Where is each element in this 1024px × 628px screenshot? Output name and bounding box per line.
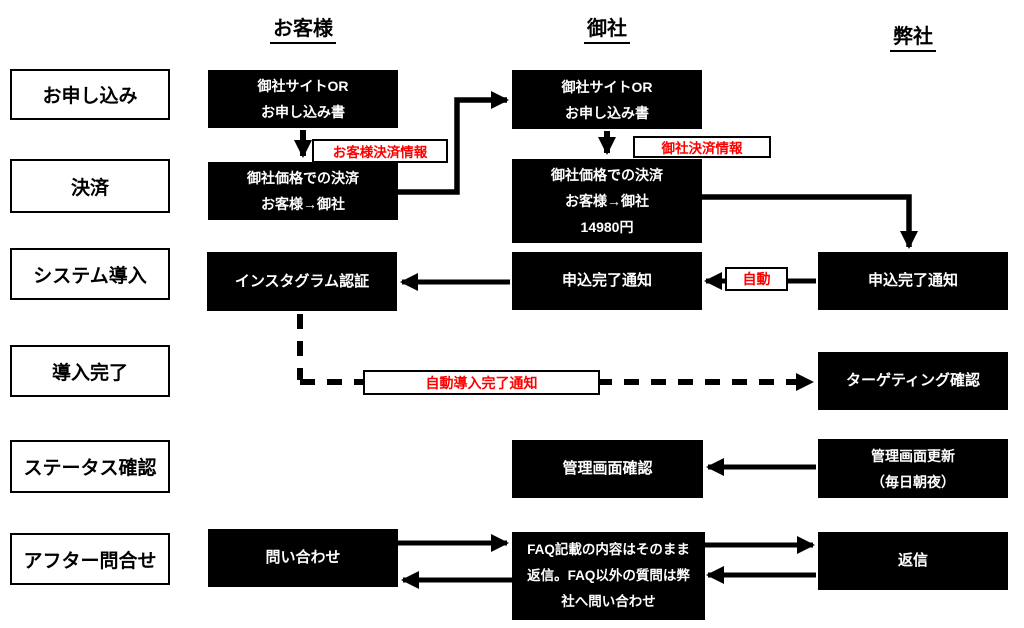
arrow-company-payment-to-us-notice (702, 194, 918, 249)
box-company-apply: 御社サイトOR お申し込み書 (512, 70, 702, 129)
row-label-system-install: システム導入 (10, 248, 170, 300)
row-label-after-inquiry: アフター問合せ (10, 533, 170, 585)
box-company-payment: 御社価格での決済 お客様→御社 14980円 (512, 159, 702, 243)
box-customer-instagram: インスタグラム認証 (207, 252, 397, 311)
box-company-admin-check: 管理画面確認 (512, 440, 703, 498)
box-us-reply: 返信 (818, 532, 1008, 590)
row-label-apply: お申し込み (10, 69, 170, 120)
box-company-notice: 申込完了通知 (512, 252, 702, 310)
annotation-auto: 自動 (725, 267, 788, 291)
column-header-us: 弊社 (890, 20, 936, 52)
annotation-customer-payment-info: お客様決済情報 (312, 139, 448, 163)
box-customer-payment: 御社価格での決済 お客様→御社 (208, 162, 398, 220)
column-header-company: 御社 (584, 12, 630, 44)
column-header-customer: お客様 (270, 12, 336, 44)
box-us-admin-update: 管理画面更新 （毎日朝夜） (818, 439, 1008, 498)
box-company-faq: FAQ記載の内容はそのまま 返信。FAQ以外の質問は弊 社へ問い合わせ (512, 532, 705, 620)
row-label-status-check: ステータス確認 (10, 440, 170, 493)
arrow-customer-payment-to-company-apply (398, 91, 509, 195)
annotation-auto-install-complete: 自動導入完了通知 (363, 370, 600, 395)
row-label-install-complete: 導入完了 (10, 345, 170, 397)
box-customer-inquiry: 問い合わせ (208, 529, 398, 587)
annotation-company-payment-info: 御社決済情報 (633, 136, 771, 158)
box-us-targeting: ターゲティング確認 (818, 352, 1008, 410)
box-customer-apply: 御社サイトOR お申し込み書 (208, 70, 398, 128)
row-label-payment: 決済 (10, 159, 170, 213)
box-us-notice: 申込完了通知 (818, 252, 1008, 310)
